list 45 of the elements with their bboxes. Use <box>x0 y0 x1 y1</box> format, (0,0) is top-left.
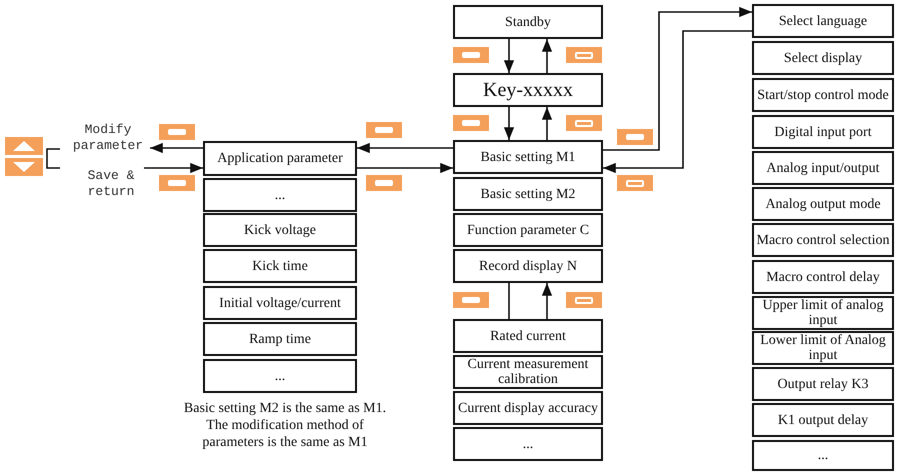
menu-box: Basic setting M2 <box>453 177 603 211</box>
arrow <box>542 283 552 319</box>
menu-box: Lower limit of Analog input <box>752 331 894 365</box>
menu-box: Select display <box>752 41 894 75</box>
menu-box: ... <box>203 178 357 212</box>
menu-box: K1 output delay <box>752 403 894 437</box>
menu-box: Initial voltage/current <box>203 286 357 320</box>
note-text: Basic setting M2 is the same as M1. The modification method of parameters is the same as M1 <box>182 400 388 451</box>
arrow <box>504 107 514 140</box>
menu-box: Upper limit of analog input <box>752 296 894 330</box>
menu-box: Macro control delay <box>752 260 894 294</box>
menu-box: Output relay K3 <box>752 367 894 401</box>
menu-box: Current measurement calibration <box>453 355 603 389</box>
menu-box: Current display accuracy <box>453 391 603 425</box>
connector-line <box>508 283 510 319</box>
text-label: Save & return <box>78 168 144 202</box>
menu-box: Kick voltage <box>203 213 357 247</box>
menu-box: Rated current <box>453 319 603 353</box>
menu-box: ... <box>752 440 894 471</box>
menu-box: Kick time <box>203 249 357 283</box>
menu-box: Analog output mode <box>752 187 894 221</box>
arrow <box>603 6 752 151</box>
arrow <box>357 162 453 174</box>
arrow <box>144 162 203 174</box>
menu-box: Start/stop control mode <box>752 78 894 112</box>
arrow <box>150 142 203 154</box>
menu-box: Analog input/output <box>752 151 894 185</box>
menu-box: Record display N <box>453 249 603 283</box>
arrow <box>542 107 552 140</box>
menu-box: Key-xxxxx <box>453 73 603 107</box>
menu-box: Digital input port <box>752 115 894 149</box>
arrow <box>357 142 453 154</box>
menu-box: ... <box>453 427 603 461</box>
menu-box: Function parameter C <box>453 213 603 247</box>
menu-box: Basic setting M1 <box>453 140 603 174</box>
arrow <box>603 30 752 174</box>
text-label: Modify parameter <box>66 122 150 158</box>
menu-box: Standby <box>453 5 603 39</box>
menu-box: ... <box>203 359 357 393</box>
menu-box: Application parameter <box>203 141 357 176</box>
arrow <box>542 39 552 73</box>
menu-box: Macro control selection <box>752 223 894 257</box>
arrow <box>504 39 514 73</box>
menu-box: Select language <box>752 4 894 38</box>
menu-box: Ramp time <box>203 322 357 356</box>
